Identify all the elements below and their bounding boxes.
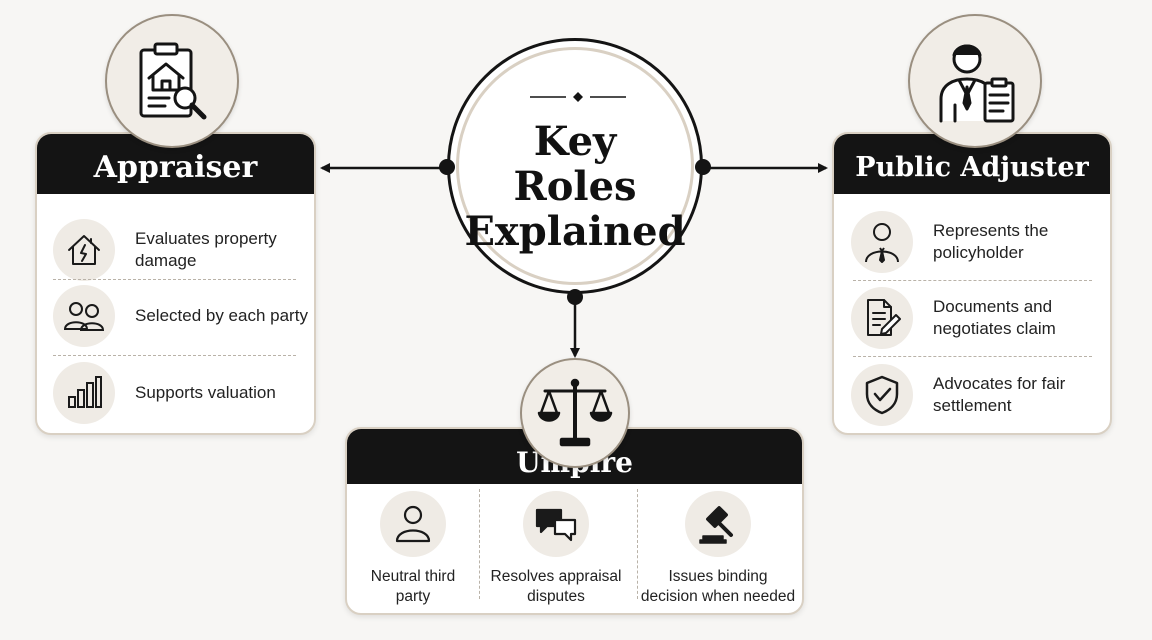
public-adjuster-item: Represents the policyholder xyxy=(851,211,1073,273)
divider xyxy=(637,489,638,599)
appraiser-item-text: Supports valuation xyxy=(135,383,276,402)
businessman-clipboard-icon xyxy=(939,44,1015,123)
public-adjuster-item: Documents and negotiates claim xyxy=(851,287,1083,349)
umpire-item-text: Neutral third party xyxy=(370,568,456,605)
person-tie-icon xyxy=(851,211,913,273)
appraiser-card: Appraiser Evaluates property damage Sele… xyxy=(35,132,316,435)
public-adjuster-item: Advocates for fair settlement xyxy=(851,364,1083,426)
scales-of-justice-icon xyxy=(537,378,613,447)
divider xyxy=(53,279,296,280)
divider xyxy=(479,489,480,599)
appraiser-badge xyxy=(105,14,239,148)
ornament-divider xyxy=(530,92,626,102)
dot-left xyxy=(439,159,455,175)
bar-chart-icon xyxy=(53,362,115,424)
divider xyxy=(853,356,1092,357)
gavel-icon xyxy=(685,491,751,557)
umpire-item: Resolves appraisal disputes xyxy=(482,491,630,607)
umpire-item: Neutral third party xyxy=(347,491,487,607)
umpire-item-text: Resolves appraisal disputes xyxy=(490,568,622,605)
document-pen-icon xyxy=(851,287,913,349)
shield-check-icon xyxy=(851,364,913,426)
appraiser-item: Supports valuation xyxy=(53,362,314,424)
public-adjuster-title: Public Adjuster xyxy=(834,134,1110,194)
umpire-badge xyxy=(520,358,630,468)
umpire-item-text: Issues binding decision when needed xyxy=(640,568,796,605)
chat-bubbles-icon xyxy=(523,491,589,557)
appraiser-item: Selected by each party xyxy=(53,285,314,347)
center-title: Key Roles Explained xyxy=(464,118,686,255)
public-adjuster-item-text: Advocates for fair settlement xyxy=(933,374,1066,415)
appraiser-item-text: Selected by each party xyxy=(135,306,308,325)
public-adjuster-card: Public Adjuster Represents the policyhol… xyxy=(832,132,1112,435)
divider xyxy=(53,355,296,356)
appraiser-item: Evaluates property damage xyxy=(53,219,295,281)
two-people-icon xyxy=(53,285,115,347)
umpire-item: Issues binding decision when needed xyxy=(641,491,795,607)
public-adjuster-item-text: Represents the policyholder xyxy=(933,221,1049,262)
dot-bottom xyxy=(567,289,583,305)
appraiser-item-text: Evaluates property damage xyxy=(135,229,277,270)
damaged-house-icon xyxy=(53,219,115,281)
clipboard-house-magnifier-icon xyxy=(139,42,207,120)
divider xyxy=(853,280,1092,281)
person-icon xyxy=(380,491,446,557)
center-circle: Key Roles Explained xyxy=(447,38,703,294)
public-adjuster-item-text: Documents and negotiates claim xyxy=(933,297,1056,338)
dot-right xyxy=(695,159,711,175)
public-adjuster-badge xyxy=(908,14,1042,148)
